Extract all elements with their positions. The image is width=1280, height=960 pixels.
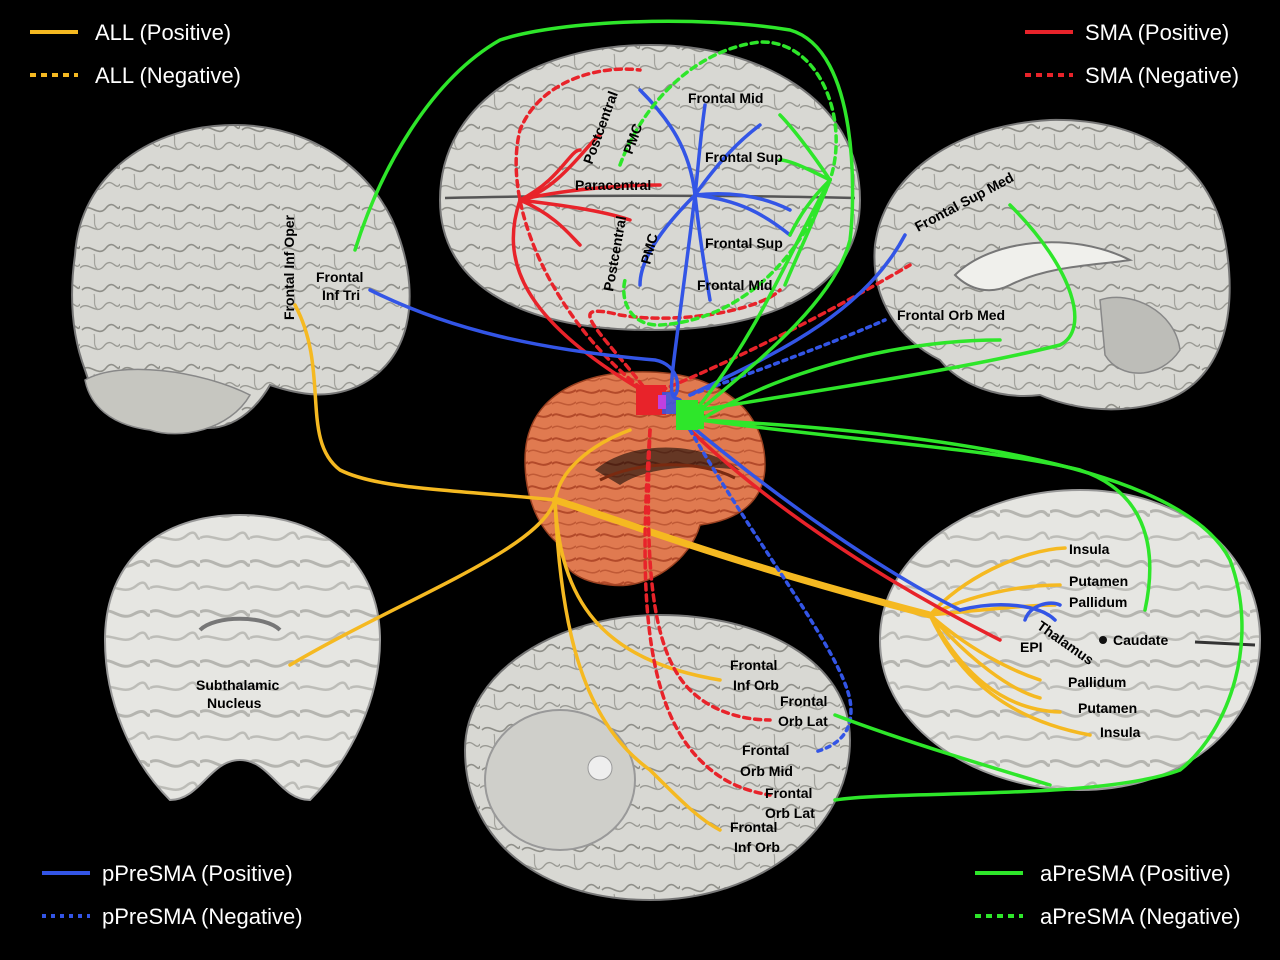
label-insula-top: Insula	[1069, 541, 1110, 557]
label-frontal-orb-mid-a: Frontal	[742, 742, 789, 758]
legend-all-positive: ALL (Positive)	[30, 20, 231, 45]
label-frontal-orb-mid-b: Orb Mid	[740, 763, 793, 779]
sma-negative-connections	[514, 67, 912, 797]
apresma-negative-connections	[618, 40, 838, 327]
legend-sma-negative-label: SMA (Negative)	[1085, 63, 1239, 88]
label-frontal-orb-lat-1a: Frontal	[780, 693, 827, 709]
label-subthalamic-1: Subthalamic	[196, 677, 279, 693]
label-frontal-orb-lat-2a: Frontal	[765, 785, 812, 801]
axial-slice-view	[878, 488, 1262, 792]
label-pmc-lower: PMC	[637, 232, 661, 266]
legend-apresma-positive: aPreSMA (Positive)	[975, 861, 1231, 886]
label-frontal-orb-lat-2b: Orb Lat	[765, 805, 815, 821]
label-frontal-sup-bottom: Frontal Sup	[705, 235, 783, 251]
label-frontal-inf-orb-2b: Inf Orb	[734, 839, 780, 855]
label-paracentral: Paracentral	[575, 177, 651, 193]
label-frontal-inf-tri-1: Frontal	[316, 269, 363, 285]
label-frontal-orb-med: Frontal Orb Med	[897, 307, 1005, 323]
inferior-brain-view	[463, 613, 852, 902]
legend-sma-positive: SMA (Positive)	[1025, 20, 1229, 45]
label-pallidum-bottom: Pallidum	[1068, 674, 1126, 690]
legend-ppresma-positive: pPreSMA (Positive)	[42, 861, 293, 886]
label-frontal-inf-orb-1a: Frontal	[730, 657, 777, 673]
medial-brain-view	[873, 118, 1231, 411]
label-caudate: Caudate	[1113, 632, 1168, 648]
label-insula-bottom: Insula	[1100, 724, 1141, 740]
legend-ppresma-positive-label: pPreSMA (Positive)	[102, 861, 293, 886]
label-epi: EPI	[1020, 639, 1043, 655]
sma-positive-connections	[511, 133, 1002, 642]
label-frontal-inf-tri-2: Inf Tri	[322, 287, 360, 303]
legend-sma-positive-label: SMA (Positive)	[1085, 20, 1229, 45]
label-frontal-orb-lat-1b: Orb Lat	[778, 713, 828, 729]
label-frontal-mid-top: Frontal Mid	[688, 90, 763, 106]
label-frontal-mid-bottom: Frontal Mid	[697, 277, 772, 293]
label-frontal-sup-top: Frontal Sup	[705, 149, 783, 165]
seed-region-brain	[524, 371, 766, 587]
coronal-slice-view	[103, 513, 382, 802]
label-subthalamic-2: Nucleus	[207, 695, 262, 711]
label-pallidum-top: Pallidum	[1069, 594, 1127, 610]
legend-apresma-negative: aPreSMA (Negative)	[975, 904, 1241, 929]
label-frontal-inf-orb-2a: Frontal	[730, 819, 777, 835]
caudate-marker	[1099, 636, 1107, 644]
legend-ppresma-negative: pPreSMA (Negative)	[42, 904, 303, 929]
legend-sma-negative: SMA (Negative)	[1025, 63, 1239, 88]
legend-apresma-negative-label: aPreSMA (Negative)	[1040, 904, 1241, 929]
ppresma-positive-connections	[368, 88, 1062, 622]
legend-all-positive-label: ALL (Positive)	[95, 20, 231, 45]
legend: ALL (Positive) ALL (Negative) SMA (Posit…	[30, 20, 1241, 929]
superior-brain-view	[438, 43, 862, 332]
legend-apresma-positive-label: aPreSMA (Positive)	[1040, 861, 1231, 886]
label-putamen-bottom: Putamen	[1078, 700, 1137, 716]
label-frontal-inf-orb-1b: Inf Orb	[733, 677, 779, 693]
legend-all-negative: ALL (Negative)	[30, 63, 241, 88]
label-putamen-top: Putamen	[1069, 573, 1128, 589]
lateral-brain-view	[71, 123, 411, 435]
legend-ppresma-negative-label: pPreSMA (Negative)	[102, 904, 303, 929]
all-thick-connection	[551, 496, 934, 619]
legend-all-negative-label: ALL (Negative)	[95, 63, 241, 88]
label-frontal-inf-oper: Frontal Inf Oper	[281, 214, 297, 320]
seed-rois	[636, 385, 704, 430]
